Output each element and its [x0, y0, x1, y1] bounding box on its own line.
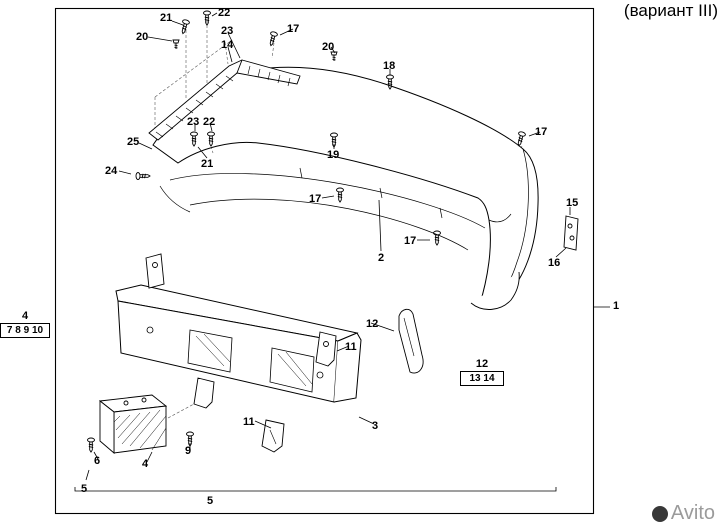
frame-border [54, 7, 595, 515]
callout-18: 18 [383, 60, 396, 72]
callout-17-b: 17 [535, 126, 548, 138]
avito-watermark: Avito [651, 502, 715, 525]
callout-20-b: 20 [322, 41, 335, 53]
callout-5-a: 5 [81, 483, 88, 495]
left-group-number: 4 [21, 310, 29, 322]
avito-logo-icon [651, 505, 668, 522]
bottom-bracket-line [74, 487, 557, 492]
part-bumper-cover [152, 66, 539, 310]
callout-17-c: 17 [309, 193, 322, 205]
variant-label: (вариант III) [623, 1, 718, 20]
callout-25: 25 [127, 136, 140, 148]
left-group-items: 7 8 9 10 [0, 323, 50, 338]
callout-4: 4 [142, 458, 149, 470]
callout-14: 14 [221, 39, 234, 51]
callout-20-a: 20 [136, 31, 149, 43]
callout-19: 19 [327, 149, 340, 161]
callout-17-d: 17 [404, 235, 417, 247]
callout-6: 6 [94, 455, 101, 467]
callout-2: 2 [378, 252, 385, 264]
callout-21-a: 21 [160, 12, 173, 24]
part-trim-strip [148, 59, 301, 141]
right-part-group: 12 13 14 [460, 358, 504, 386]
callout-5-bottom: 5 [207, 495, 214, 507]
part-reinforcement-beam [115, 284, 362, 403]
callout-17-a: 17 [287, 23, 300, 35]
callout-3: 3 [372, 420, 379, 432]
right-group-number: 12 [475, 358, 489, 370]
callout-15: 15 [566, 197, 579, 209]
callout-22-a: 22 [218, 7, 231, 19]
avito-watermark-text: Avito [670, 502, 715, 524]
callout-16: 16 [548, 257, 561, 269]
right-group-items: 13 14 [460, 371, 504, 386]
left-part-group: 4 7 8 9 10 [0, 310, 50, 338]
callout-22-b: 22 [203, 116, 216, 128]
callout-23-a: 23 [221, 25, 234, 37]
callout-24: 24 [105, 165, 118, 177]
callout-part-1: 1 [613, 300, 620, 312]
callout-11-a: 11 [345, 341, 357, 353]
callout-11-b: 11 [243, 416, 255, 428]
part-end-box [98, 394, 168, 454]
callout-23-b: 23 [187, 116, 200, 128]
beam-mounting-brackets [145, 253, 337, 453]
callout-12-a: 12 [366, 318, 379, 330]
part-side-bracket [563, 215, 579, 251]
leader-lines [74, 12, 610, 492]
part-stay-strip [398, 308, 424, 374]
callout-21-b: 21 [201, 158, 214, 170]
callout-9: 9 [185, 445, 192, 457]
